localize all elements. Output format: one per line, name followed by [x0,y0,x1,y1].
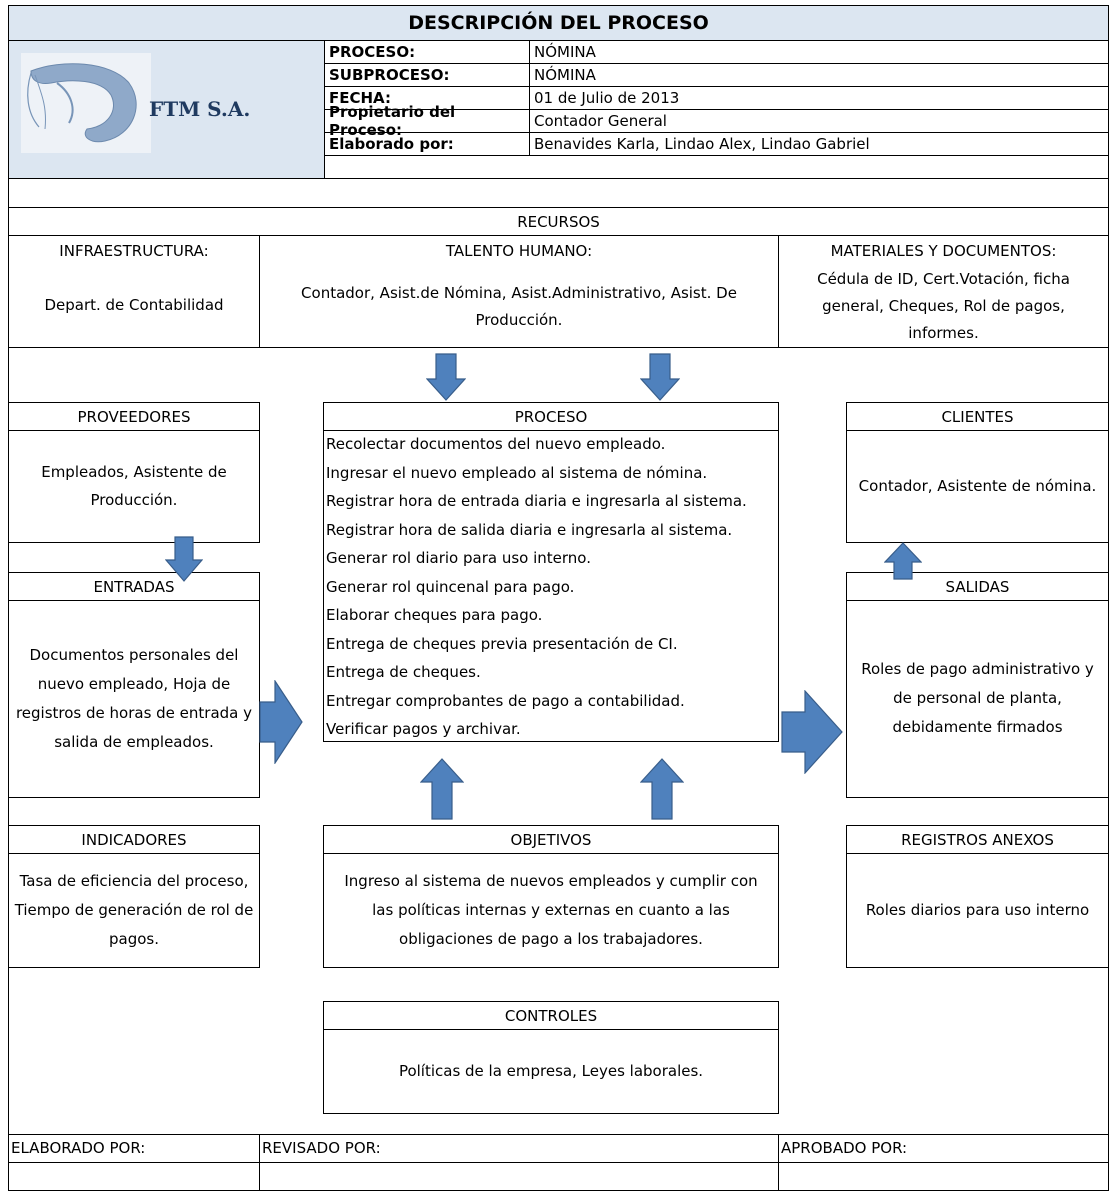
elaborado-cell: ELABORADO POR: [8,1134,260,1191]
proceso-step: Verificar pagos y archivar. [326,720,521,738]
proceso-step: Entregar comprobantes de pago a contabil… [326,691,685,710]
materiales-box: MATERIALES Y DOCUMENTOS: Cédula de ID, C… [778,235,1109,348]
indicadores-body: Tasa de eficiencia del proceso, Tiempo d… [14,871,254,948]
arrow-down-icon [426,353,466,401]
materiales-title: MATERIALES Y DOCUMENTOS: [830,242,1057,260]
aprobado-label: APROBADO POR: [781,1139,908,1157]
header-field-value: NÓMINA [529,40,1109,64]
objetivos-body: Ingreso al sistema de nuevos empleados y… [344,871,758,948]
header-field-value: NÓMINA [529,63,1109,87]
arrow-up-icon [420,758,464,820]
elaborado-label: ELABORADO POR: [11,1139,146,1157]
header-field-label: SUBPROCESO: [324,63,530,87]
revisado-label: REVISADO POR: [262,1139,381,1157]
proceso-step: Generar rol quincenal para pago. [326,577,575,596]
salidas-box: SALIDAS Roles de pago administrativo y d… [846,572,1109,798]
materiales-body: Cédula de ID, Cert.Votación, ficha gener… [817,270,1070,342]
arrow-right-icon [781,690,843,774]
company-name: FTM S.A. [149,97,251,121]
proceso-step: Recolectar documentos del nuevo empleado… [326,435,666,453]
infra-body: Depart. de Contabilidad [44,296,224,314]
proveedores-title: PROVEEDORES [9,403,259,431]
proceso-step: Registrar hora de entrada diaria e ingre… [326,492,747,510]
blank-row [8,178,1109,208]
shrimp-logo-icon [21,53,151,153]
registros-box: REGISTROS ANEXOS Roles diarios para uso … [846,825,1109,968]
logo-area: FTM S.A. [8,40,325,179]
header-field-value: 01 de Julio de 2013 [529,86,1109,110]
salidas-title: SALIDAS [847,573,1108,601]
talento-box: TALENTO HUMANO: Contador, Asist.de Nómin… [259,235,779,348]
header-field-label: PROCESO: [324,40,530,64]
document-title: DESCRIPCIÓN DEL PROCESO [8,5,1109,41]
proceso-steps: Recolectar documentos del nuevo empleado… [326,430,776,744]
infra-title: INFRAESTRUCTURA: [59,242,209,260]
proceso-step: Ingresar el nuevo empleado al sistema de… [326,463,708,482]
talento-body: Contador, Asist.de Nómina, Asist.Adminis… [301,284,737,329]
arrow-down-icon [165,536,203,582]
salidas-body: Roles de pago administrativo y de person… [861,660,1094,736]
header-field-value: Benavides Karla, Lindao Alex, Lindao Gab… [529,132,1109,156]
proceso-step: Entrega de cheques previa presentación d… [326,634,678,653]
proceso-step: Registrar hora de salida diaria e ingres… [326,520,733,539]
talento-title: TALENTO HUMANO: [445,242,593,260]
controles-title: CONTROLES [324,1002,778,1030]
revisado-cell: REVISADO POR: [259,1134,779,1191]
recursos-title: RECURSOS [8,207,1109,236]
entradas-box: ENTRADAS Documentos personales del nuevo… [8,572,260,798]
entradas-title: ENTRADAS [9,573,259,601]
controles-box: CONTROLES Políticas de la empresa, Leyes… [323,1001,779,1114]
proceso-step: Generar rol diario para uso interno. [326,549,591,567]
aprobado-cell: APROBADO POR: [778,1134,1109,1191]
header-field-value: Contador General [529,109,1109,133]
header-field-label: Propietario del Proceso: [324,103,530,139]
clientes-title: CLIENTES [847,403,1108,431]
infra-box: INFRAESTRUCTURA: Depart. de Contabilidad [8,235,260,348]
registros-title: REGISTROS ANEXOS [847,826,1108,854]
proceso-step: Elaborar cheques para pago. [326,606,543,624]
arrow-down-icon [640,353,680,401]
proceso-step: Entrega de cheques. [326,663,481,681]
arrow-right-icon [259,680,303,764]
indicadores-title: INDICADORES [9,826,259,854]
clientes-box: CLIENTES Contador, Asistente de nómina. [846,402,1109,543]
proceso-box: PROCESO Recolectar documentos del nuevo … [323,402,779,742]
objetivos-box: OBJETIVOS Ingreso al sistema de nuevos e… [323,825,779,968]
proveedores-body: Empleados, Asistente de Producción. [41,463,227,509]
registros-body: Roles diarios para uso interno [865,901,1090,919]
arrow-up-icon [884,542,922,580]
arrow-up-icon [640,758,684,820]
entradas-body: Documentos personales del nuevo empleado… [15,645,253,751]
proveedores-box: PROVEEDORES Empleados, Asistente de Prod… [8,402,260,543]
clientes-body: Contador, Asistente de nómina. [858,477,1097,495]
controles-body: Políticas de la empresa, Leyes laborales… [398,1062,704,1080]
header-field-label: Elaborado por: [324,132,530,156]
proceso-title: PROCESO [324,403,778,431]
objetivos-title: OBJETIVOS [324,826,778,854]
indicadores-box: INDICADORES Tasa de eficiencia del proce… [8,825,260,968]
